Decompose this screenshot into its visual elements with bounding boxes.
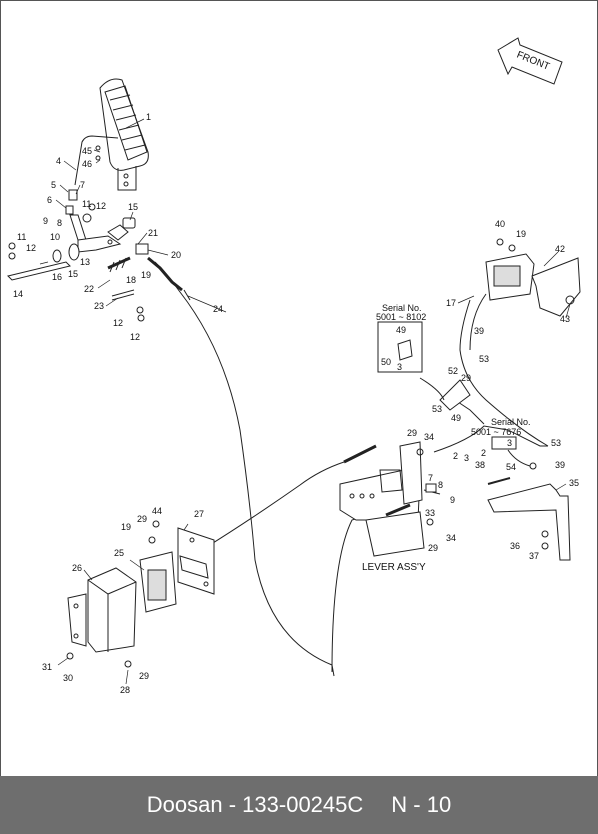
callout: 13 bbox=[80, 257, 90, 267]
exploded-parts-drawing: FRONT bbox=[7, 37, 581, 695]
callout: 17 bbox=[446, 298, 456, 308]
callout: 10 bbox=[50, 232, 60, 242]
callout: 23 bbox=[94, 301, 104, 311]
callout: 12 bbox=[130, 332, 140, 342]
accelerator-cable bbox=[154, 261, 335, 677]
callout: 11 bbox=[82, 199, 91, 209]
serial-inset-1: Serial No. 5001 ~ 8102 49 50 3 bbox=[376, 303, 426, 372]
callout: 1 bbox=[146, 112, 151, 122]
callout: 19 bbox=[516, 229, 526, 239]
pedal-hardware bbox=[7, 145, 149, 322]
callout: 26 bbox=[72, 563, 82, 573]
callout: 21 bbox=[148, 228, 158, 238]
callout: 36 bbox=[510, 541, 520, 551]
callout: 30 bbox=[63, 673, 73, 683]
callout: 2 bbox=[453, 451, 458, 461]
callout: 40 bbox=[495, 219, 505, 229]
callout: 29 bbox=[407, 428, 417, 438]
sensor-switch bbox=[139, 551, 177, 613]
callout: 38 bbox=[475, 460, 485, 470]
return-cable bbox=[331, 511, 379, 673]
callout: 53 bbox=[479, 354, 489, 364]
accelerator-pedal bbox=[99, 78, 149, 191]
callout: 15 bbox=[128, 202, 138, 212]
lever-assembly bbox=[339, 441, 441, 557]
callout: 39 bbox=[474, 326, 484, 336]
callout: 33 bbox=[425, 508, 435, 518]
footer-bar: Doosan - 133-00245C N - 10 bbox=[0, 776, 598, 834]
callout: 11 bbox=[17, 232, 26, 242]
front-arrow-icon: FRONT bbox=[497, 37, 563, 85]
callout: 45 bbox=[82, 146, 92, 156]
switch-bracket bbox=[177, 527, 215, 595]
callout: 28 bbox=[120, 685, 130, 695]
callout: 2 bbox=[481, 448, 486, 458]
serial-inset-2-box bbox=[491, 436, 517, 450]
part-number: Doosan - 133-00245C bbox=[146, 792, 364, 817]
callout: 29 bbox=[139, 671, 149, 681]
mounting-bracket bbox=[487, 462, 571, 561]
callout: 5 bbox=[51, 180, 56, 190]
serial-range: 5001 ~ 8102 bbox=[376, 312, 426, 322]
callout: 53 bbox=[432, 404, 442, 414]
callout: 54 bbox=[506, 462, 516, 472]
callout: 37 bbox=[529, 551, 539, 561]
callout: 35 bbox=[569, 478, 579, 488]
callout: 43 bbox=[560, 314, 570, 324]
callout: 4 bbox=[56, 156, 61, 166]
callout: 24 bbox=[213, 304, 223, 314]
lever-cable bbox=[204, 461, 345, 549]
inset-part: 49 bbox=[396, 325, 406, 335]
callout: 3 bbox=[464, 453, 469, 463]
callout: 34 bbox=[446, 533, 456, 543]
callout: 8 bbox=[438, 480, 443, 490]
callout: 46 bbox=[82, 159, 92, 169]
callout: 42 bbox=[555, 244, 565, 254]
serial-heading: Serial No. bbox=[491, 417, 531, 427]
inset-part: 3 bbox=[397, 362, 402, 372]
control-box bbox=[66, 520, 160, 668]
serial-inset-2: Serial No. 5001 ~ 7676 3 bbox=[471, 417, 531, 448]
lever-assy-label: LEVER ASS'Y bbox=[362, 562, 426, 573]
callout: 6 bbox=[47, 195, 52, 205]
callout: 12 bbox=[113, 318, 123, 328]
callout: 20 bbox=[171, 250, 181, 260]
callout: 27 bbox=[194, 509, 204, 519]
callout: 8 bbox=[57, 218, 62, 228]
serial-inset-1-box bbox=[377, 321, 423, 373]
pedal-rod bbox=[74, 135, 119, 186]
callout: 9 bbox=[43, 216, 48, 226]
serial-range: 5001 ~ 7676 bbox=[471, 427, 521, 437]
callout: 12 bbox=[96, 201, 106, 211]
callout: 29 bbox=[137, 514, 147, 524]
callout: 39 bbox=[555, 460, 565, 470]
callout: 25 bbox=[114, 548, 124, 558]
inset-part: 50 bbox=[381, 357, 391, 367]
callout: 31 bbox=[42, 662, 52, 672]
callout: 29 bbox=[461, 373, 471, 383]
callout: 7 bbox=[80, 180, 85, 190]
callout: 7 bbox=[428, 473, 433, 483]
callout: 29 bbox=[428, 543, 438, 553]
callout: 15 bbox=[68, 269, 78, 279]
callout: 52 bbox=[448, 366, 458, 376]
serial-heading: Serial No. bbox=[382, 303, 422, 313]
callout-labels: 1 4 45 46 5 7 6 9 8 11 12 15 10 21 11 12… bbox=[13, 112, 579, 695]
page-number: N - 10 bbox=[391, 792, 452, 817]
inset-part: 3 bbox=[507, 438, 512, 448]
callout: 14 bbox=[13, 289, 23, 299]
callout: 16 bbox=[52, 272, 62, 282]
callout: 22 bbox=[84, 284, 94, 294]
callout: 53 bbox=[551, 438, 561, 448]
callout: 19 bbox=[121, 522, 131, 532]
throttle-actuator bbox=[459, 238, 581, 447]
callout: 18 bbox=[126, 275, 136, 285]
callout: 49 bbox=[451, 413, 461, 423]
callout: 34 bbox=[424, 432, 434, 442]
callout: 19 bbox=[141, 270, 151, 280]
callout: 44 bbox=[152, 506, 162, 516]
callout: 12 bbox=[26, 243, 36, 253]
callout: 9 bbox=[450, 495, 455, 505]
